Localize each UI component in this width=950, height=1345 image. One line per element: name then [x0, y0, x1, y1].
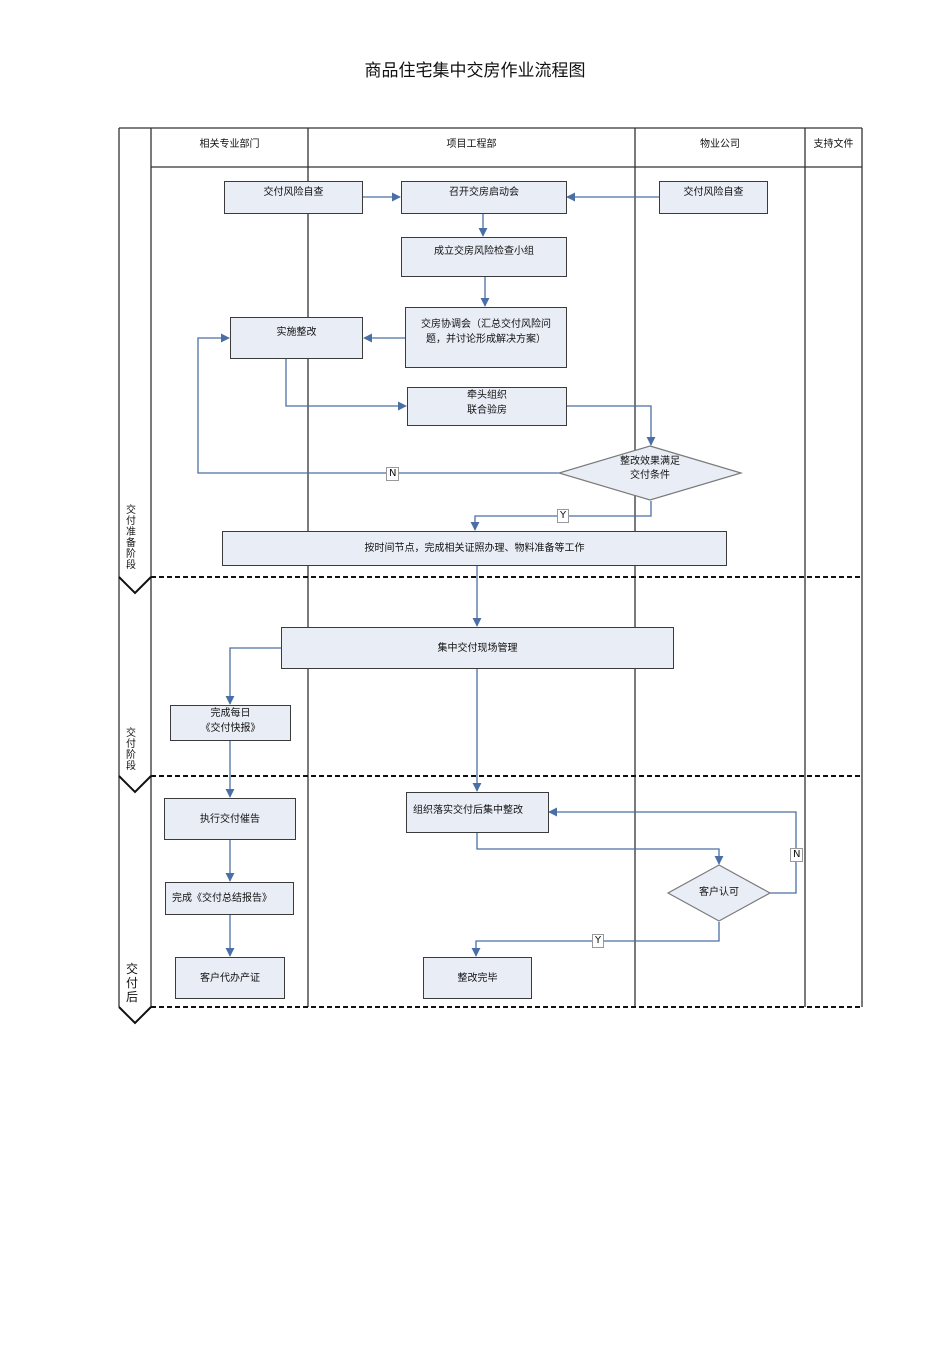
- phase-chevrons: [118, 576, 152, 1025]
- step-dept-risk-check: 交付风险自查: [224, 181, 363, 214]
- lane-header-dept: 相关专业部门: [199, 139, 260, 150]
- step-kickoff-meeting: 召开交房启动会: [401, 181, 567, 214]
- step-joint-inspection: 牵头组织 联合验房: [407, 387, 567, 426]
- phase-label-delivery: 交付阶段: [126, 728, 136, 772]
- decision-rectify-ok: [556, 445, 744, 501]
- branch-yes-rectify: Y: [557, 509, 570, 523]
- page-title: 商品住宅集中交房作业流程图: [364, 61, 586, 81]
- phase-label-after: 交付后: [125, 962, 138, 1004]
- branch-no-rectify: N: [386, 467, 400, 481]
- branch-yes-customer: Y: [592, 934, 605, 948]
- step-onsite-mgmt: 集中交付现场管理: [281, 627, 674, 669]
- decision-label-customer-ok: 客户认可: [699, 887, 739, 898]
- step-rectify-done: 整改完毕: [423, 957, 532, 999]
- step-post-rectify: 组织落实交付后集中整改: [406, 792, 549, 833]
- arrow-decision-no-loop: [197, 333, 559, 474]
- step-coordination-meeting: 交房协调会（汇总交付风险问 题，并讨论形成解决方案）: [405, 307, 567, 368]
- step-summary-report: 完成《交付总结报告》: [165, 882, 294, 915]
- phase-separators: [151, 576, 862, 1008]
- phase-label-prep: 交付准备阶段: [126, 505, 136, 571]
- step-risk-team: 成立交房风险检查小组: [401, 237, 567, 277]
- lane-header-docs: 支持文件: [813, 139, 854, 150]
- lane-header-property: 物业公司: [700, 139, 740, 150]
- step-prep-work: 按时间节点，完成相关证照办理、物料准备等工作: [222, 531, 727, 566]
- step-execute-report: 执行交付催告: [164, 798, 296, 840]
- arrow-inspection-to-decision: [566, 405, 656, 446]
- swimlane-grid: [118, 127, 863, 1007]
- step-title-cert: 客户代办产证: [175, 957, 285, 999]
- decision-customer-ok: [666, 864, 772, 922]
- step-property-risk-check: 交付风险自查: [659, 181, 768, 214]
- step-rectify: 实施整改: [230, 317, 363, 359]
- step-daily-report: 完成每日 《交付快报》: [170, 705, 291, 741]
- arrow-postrectify-to-customer: [476, 832, 724, 865]
- decision-label-rectify-ok: 整改效果满足 交付条件: [620, 456, 680, 481]
- arrow-rectify-to-inspection: [285, 358, 407, 411]
- arrow-customer-no-loop: [548, 807, 797, 894]
- branch-no-customer: N: [790, 848, 804, 862]
- arrow-onsite-to-daily: [225, 647, 281, 705]
- lane-header-engineering: 项目工程部: [446, 139, 497, 150]
